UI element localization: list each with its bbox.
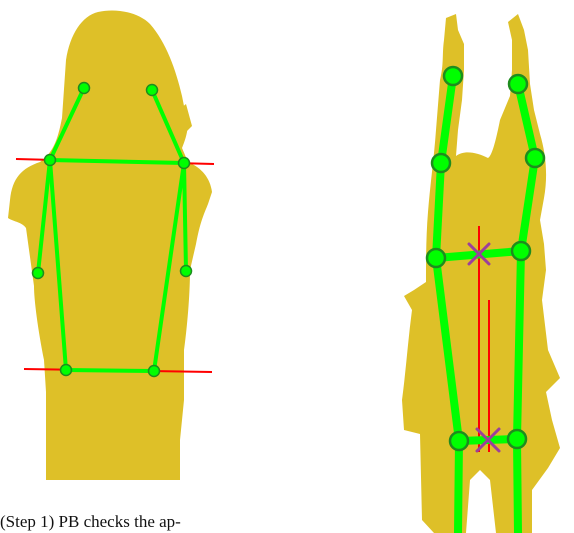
right-silhouette: [402, 14, 560, 533]
right-joint: [444, 67, 462, 85]
right-joint: [509, 75, 527, 93]
left-joint: [181, 266, 192, 277]
left-joint: [179, 158, 190, 169]
left-bone: [184, 163, 186, 271]
left-joint: [79, 83, 90, 94]
left-bone: [66, 370, 154, 371]
figure-caption: (Step 1) PB checks the ap-: [0, 512, 181, 532]
right-bone: [458, 441, 459, 533]
right-body-silhouette: [402, 14, 560, 533]
right-bone: [436, 163, 441, 258]
right-bone: [517, 251, 521, 439]
right-joint: [427, 249, 445, 267]
left-silhouette: [8, 11, 212, 481]
left-joint: [149, 366, 160, 377]
right-joint: [512, 242, 530, 260]
left-joint: [61, 365, 72, 376]
left-body-silhouette: [8, 11, 212, 481]
left-joint: [45, 155, 56, 166]
left-joint: [147, 85, 158, 96]
right-joint: [508, 430, 526, 448]
right-joint: [432, 154, 450, 172]
right-joint: [450, 432, 468, 450]
right-joint: [526, 149, 544, 167]
right-bone: [517, 439, 518, 533]
left-joint: [33, 268, 44, 279]
